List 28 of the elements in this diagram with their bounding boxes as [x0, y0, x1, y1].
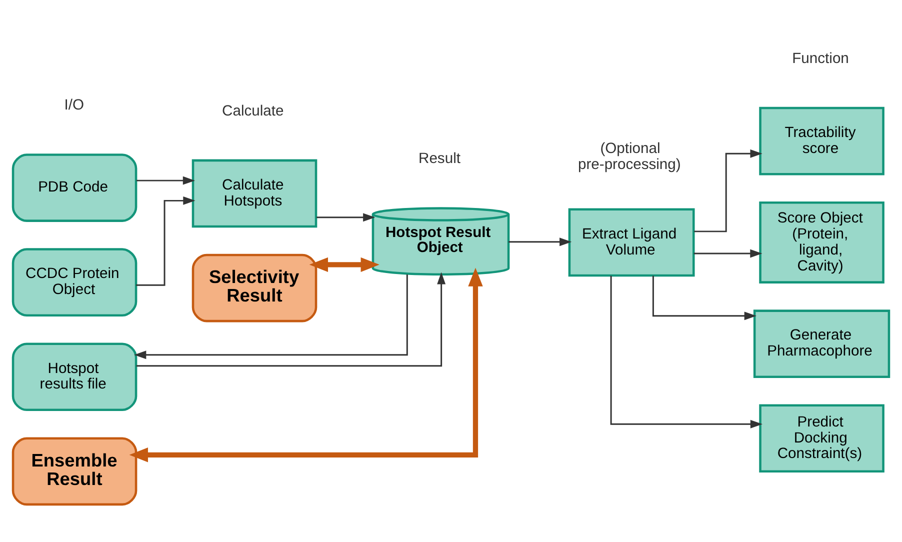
label: Result — [418, 150, 460, 167]
node-box: Calculate Hotspots — [192, 158, 318, 228]
arrow — [652, 275, 756, 320]
node-box: Ensemble Result — [12, 436, 138, 506]
node-box: Selectivity Result — [192, 253, 318, 322]
arrow — [610, 275, 762, 428]
arrow — [694, 248, 762, 258]
label: Function — [792, 50, 849, 66]
node-box: Hotspot results file — [12, 342, 138, 411]
label: Calculate — [222, 102, 284, 119]
arrow — [136, 272, 446, 366]
node-box: PDB Code — [12, 153, 138, 222]
node-box: CCDC Protein Object — [12, 248, 138, 316]
arrow — [136, 196, 196, 286]
label: (Optional pre-processing) — [578, 140, 681, 172]
node-box: Tractability score — [759, 106, 884, 175]
arrow — [134, 274, 408, 359]
arrow — [129, 267, 483, 462]
label: I/O — [64, 97, 84, 114]
arrow — [694, 148, 762, 232]
node-box: Extract Ligand Volume — [568, 208, 695, 276]
node-box: Generate Pharmacophore — [753, 309, 890, 378]
node-box: Score Object (Protein, ligand, Cavity) — [759, 200, 884, 283]
arrow — [309, 256, 380, 272]
arrow — [316, 212, 376, 222]
arrow — [136, 176, 195, 184]
arrow — [508, 237, 572, 246]
node-box: Predict Docking Constraint(s) — [759, 404, 884, 472]
